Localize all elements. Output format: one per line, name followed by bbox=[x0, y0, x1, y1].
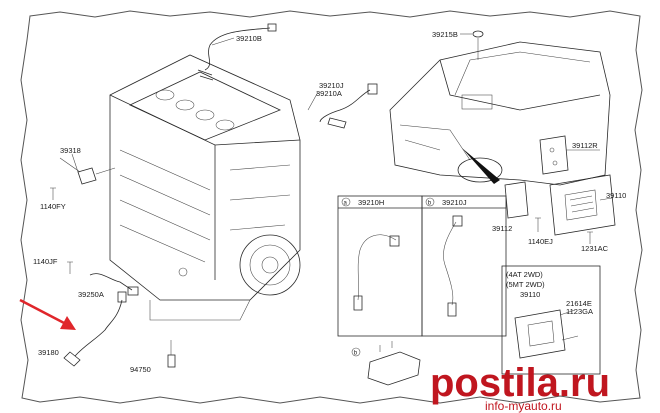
label-39210b: 39210B bbox=[236, 34, 262, 43]
variant-box bbox=[501, 265, 601, 375]
downstream-o2-sensor bbox=[319, 83, 378, 129]
label-21614e: 21614E bbox=[566, 299, 592, 308]
label-39210a: 39210A bbox=[316, 89, 342, 98]
label-94750: 94750 bbox=[130, 365, 151, 374]
variant-5mt-2wd: (5MT 2WD) bbox=[506, 280, 545, 289]
engine-block bbox=[109, 54, 301, 321]
label-1231ac: 1231AC bbox=[581, 244, 609, 253]
bolt-1140jf bbox=[67, 261, 73, 274]
label-39250a: 39250A bbox=[78, 290, 104, 299]
label-39112: 39112 bbox=[492, 224, 512, 233]
variant-4at-2wd: (4AT 2WD) bbox=[506, 270, 543, 279]
watermark-info-myauto: info-myauto.ru bbox=[485, 399, 562, 413]
connector-part-bottom bbox=[367, 341, 421, 386]
bracket-39112r bbox=[539, 135, 569, 175]
car-illustration bbox=[389, 38, 611, 186]
watermark-postila: postila.ru bbox=[430, 361, 610, 405]
label-1140jf: 1140JF bbox=[33, 257, 58, 266]
screw-1231ac bbox=[587, 231, 593, 244]
callout-circle-b2 bbox=[351, 347, 361, 357]
callout-circle-a bbox=[341, 197, 351, 207]
crank-sensor-39180 bbox=[63, 291, 127, 367]
cam-sensor-39318 bbox=[59, 157, 116, 185]
ecu-39110 bbox=[549, 174, 616, 236]
box-a-part-label: 39210H bbox=[358, 198, 384, 207]
label-39215b: 39215B bbox=[432, 30, 458, 39]
callout-a: a bbox=[344, 201, 348, 207]
callout-circle-b bbox=[425, 197, 435, 207]
label-1123ga: 1123GA bbox=[566, 307, 593, 316]
bolt-1140ej bbox=[535, 217, 541, 232]
callout-b2: b bbox=[354, 351, 358, 357]
knock-sensor-39250a bbox=[89, 273, 139, 296]
bolt-1140fy bbox=[50, 187, 56, 200]
label-39110-top: 39110 bbox=[606, 191, 626, 200]
label-39112r: 39112R bbox=[572, 141, 598, 150]
label-1140ej: 1140EJ bbox=[528, 237, 553, 246]
sensor-94750 bbox=[167, 340, 176, 368]
label-39210j: 39210J bbox=[319, 81, 344, 90]
leader-lines bbox=[71, 33, 613, 201]
label-39180: 39180 bbox=[38, 348, 59, 357]
label-39318: 39318 bbox=[60, 146, 81, 155]
bracket-39112 bbox=[504, 181, 529, 219]
red-arrow bbox=[19, 298, 76, 330]
cap-39215b bbox=[472, 30, 484, 38]
box-b-part-label: 39210J bbox=[442, 198, 467, 207]
label-1140fy: 1140FY bbox=[40, 202, 66, 211]
variant-part-39110: 39110 bbox=[520, 290, 540, 299]
upstream-o2-sensor bbox=[197, 23, 277, 81]
torn-paper-border bbox=[20, 10, 643, 404]
callout-b: b bbox=[428, 201, 432, 207]
